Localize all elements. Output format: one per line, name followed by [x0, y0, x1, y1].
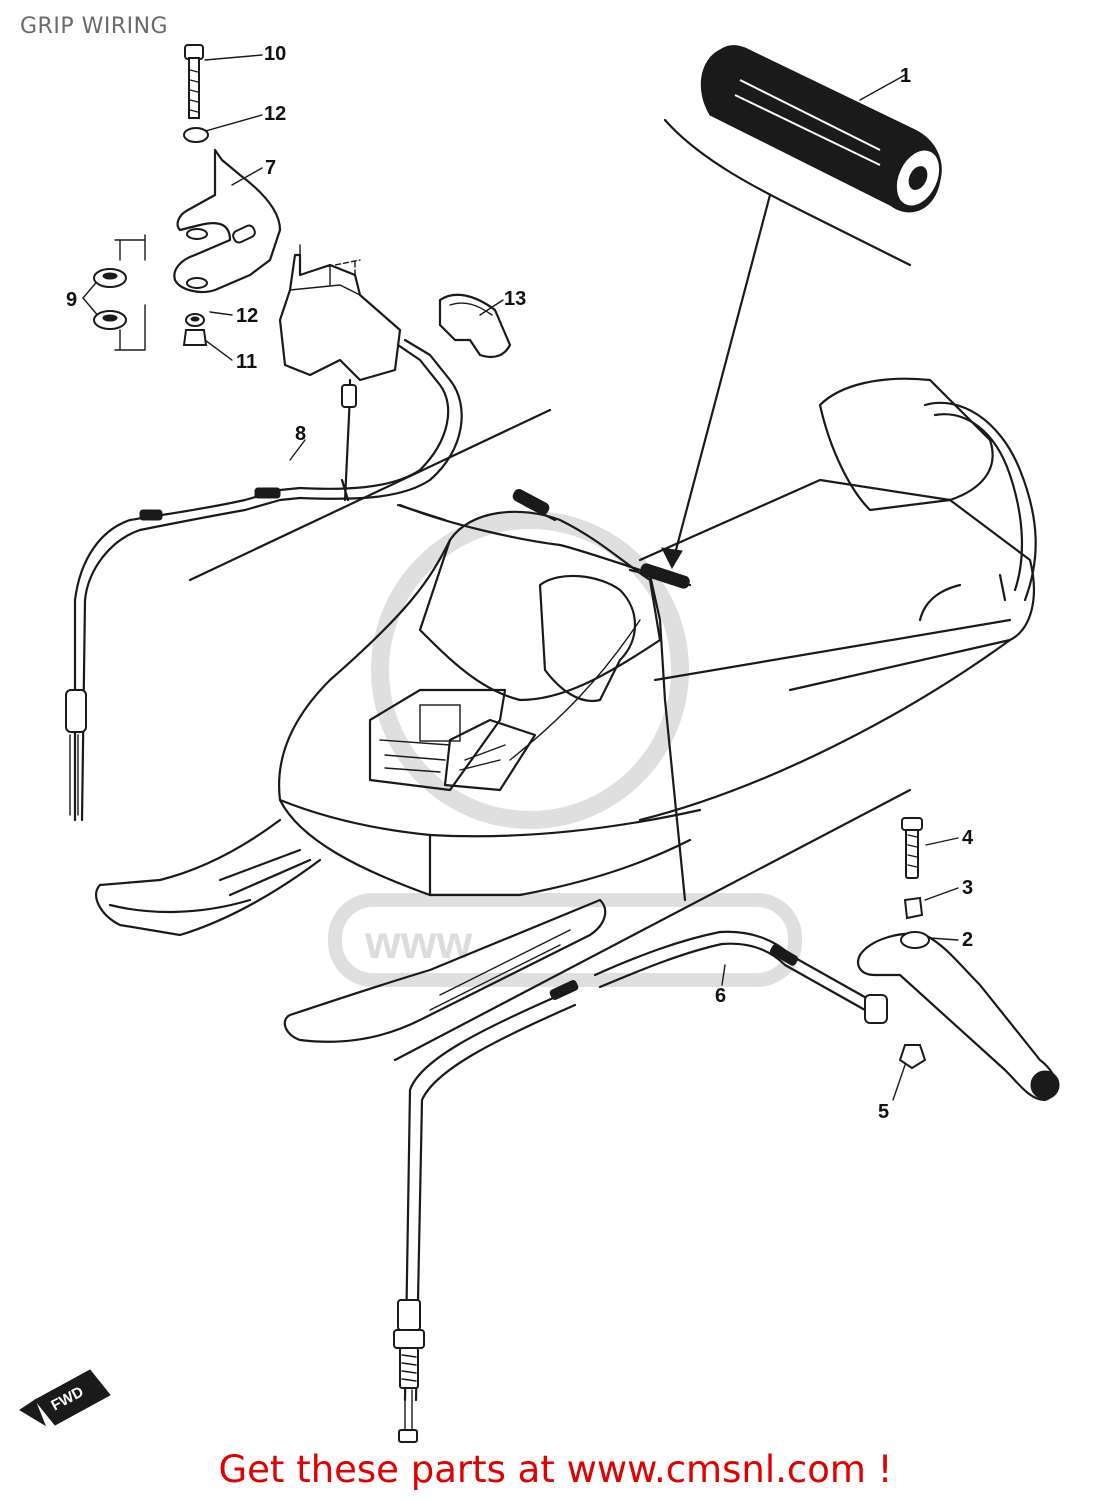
leader-lines [82, 54, 959, 1101]
callout-5: 5 [878, 1101, 889, 1123]
callout-12-lower: 12 [236, 305, 258, 327]
callout-1: 1 [900, 65, 911, 87]
callout-6: 6 [715, 985, 726, 1007]
callout-8: 8 [295, 423, 306, 445]
callout-2: 2 [962, 929, 973, 951]
parts-shop-link[interactable]: Get these parts at www.cmsnl.com ! [218, 1448, 893, 1491]
callout-10: 10 [264, 43, 286, 65]
callout-4: 4 [962, 827, 974, 849]
callout-7: 7 [265, 157, 276, 179]
watermark: www [328, 511, 802, 987]
cable-routing [396, 503, 687, 902]
grip-part [700, 45, 942, 213]
callout-3: 3 [962, 877, 973, 899]
forward-direction-icon: FWD [19, 1369, 111, 1427]
bracket-assembly [93, 44, 282, 351]
clamp-part [438, 293, 512, 359]
lever-assembly [393, 817, 1060, 1443]
page-title: GRIP WIRING [20, 14, 169, 39]
callout-12-upper: 12 [264, 103, 286, 125]
callout-13: 13 [504, 288, 526, 310]
callout-labels: 1 2 3 4 5 6 7 8 9 10 11 12 12 13 [66, 43, 974, 1123]
callout-9: 9 [66, 289, 77, 311]
switch-harness [65, 244, 463, 822]
callout-11: 11 [236, 351, 257, 373]
